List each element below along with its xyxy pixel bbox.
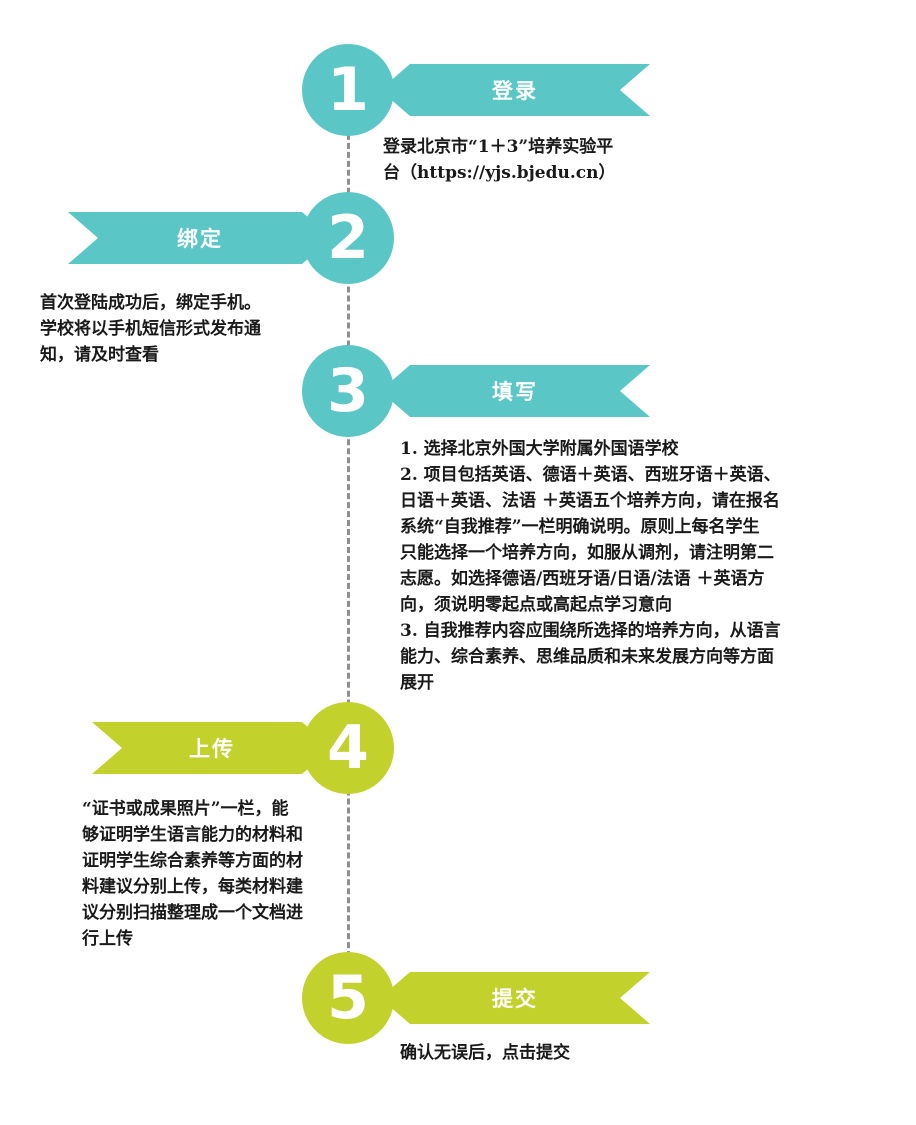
- step-5-title: 提交: [492, 986, 538, 1011]
- step-4-title: 上传: [189, 736, 235, 761]
- step-2-line: 知，请及时查看: [40, 345, 159, 365]
- step-3-line: 系统“自我推荐”一栏明确说明。原则上每名学生: [400, 517, 760, 537]
- step-5-description: 确认无误后，点击提交: [400, 1040, 570, 1066]
- step-2-circle: 2: [302, 192, 394, 284]
- step-3-line: 日语＋英语、法语 ＋英语五个培养方向，请在报名: [400, 491, 780, 511]
- step-3-line: 展开: [400, 673, 434, 693]
- step-3-line: 3. 自我推荐内容应围绕所选择的培养方向，从语言: [400, 621, 781, 641]
- step-3-description: 1. 选择北京外国大学附属外国语学校 2. 项目包括英语、德语＋英语、西班牙语＋…: [400, 436, 781, 696]
- step-3-line: 1. 选择北京外国大学附属外国语学校: [400, 439, 679, 459]
- step-3-banner: 填写: [380, 365, 650, 417]
- step-2-line: 学校将以手机短信形式发布通: [40, 319, 261, 339]
- step-4-line: 料建议分别上传，每类材料建: [82, 877, 303, 897]
- step-3-circle: 3: [302, 345, 394, 437]
- step-1-line: 登录北京市“1＋3”培养实验平: [383, 137, 614, 157]
- step-1-title: 登录: [492, 78, 538, 103]
- step-3-title: 填写: [492, 379, 538, 404]
- step-2-banner: 绑定: [68, 212, 332, 264]
- timeline-dashed-line: [347, 80, 350, 1020]
- step-3-line: 能力、综合素养、思维品质和未来发展方向等方面: [400, 647, 774, 667]
- step-5-number: 5: [327, 963, 369, 1033]
- step-5-circle: 5: [302, 952, 394, 1044]
- step-2-number: 2: [327, 203, 369, 273]
- step-4-line: “证书或成果照片”一栏，能: [82, 799, 289, 819]
- step-1-description: 登录北京市“1＋3”培养实验平 台（https://yjs.bjedu.cn）: [383, 134, 615, 186]
- step-4-line: 够证明学生语言能力的材料和: [82, 825, 303, 845]
- step-4-description: “证书或成果照片”一栏，能 够证明学生语言能力的材料和 证明学生综合素养等方面的…: [82, 796, 303, 952]
- step-3-line: 只能选择一个培养方向，如服从调剂，请注明第二: [400, 543, 774, 563]
- step-4-number: 4: [327, 713, 369, 783]
- step-4-line: 议分别扫描整理成一个文档进: [82, 903, 303, 923]
- step-1-line: 台（https://yjs.bjedu.cn）: [383, 163, 616, 183]
- step-4-line: 证明学生综合素养等方面的材: [82, 851, 303, 871]
- step-3-line: 志愿。如选择德语/西班牙语/日语/法语 ＋英语方: [400, 569, 765, 589]
- step-3-line: 向，须说明零起点或高起点学习意向: [400, 595, 672, 615]
- step-2-title: 绑定: [177, 226, 223, 251]
- step-1-circle: 1: [302, 44, 394, 136]
- step-2-line: 首次登陆成功后，绑定手机。: [40, 293, 261, 313]
- step-5-banner: 提交: [380, 972, 650, 1024]
- step-4-banner: 上传: [92, 722, 332, 774]
- step-1-banner: 登录: [380, 64, 650, 116]
- step-4-circle: 4: [302, 702, 394, 794]
- step-1-number: 1: [327, 55, 369, 125]
- step-3-line: 2. 项目包括英语、德语＋英语、西班牙语＋英语、: [400, 465, 781, 485]
- step-2-description: 首次登陆成功后，绑定手机。 学校将以手机短信形式发布通 知，请及时查看: [40, 290, 261, 368]
- step-3-number: 3: [327, 356, 369, 426]
- step-5-line: 确认无误后，点击提交: [400, 1043, 570, 1063]
- step-4-line: 行上传: [82, 929, 133, 949]
